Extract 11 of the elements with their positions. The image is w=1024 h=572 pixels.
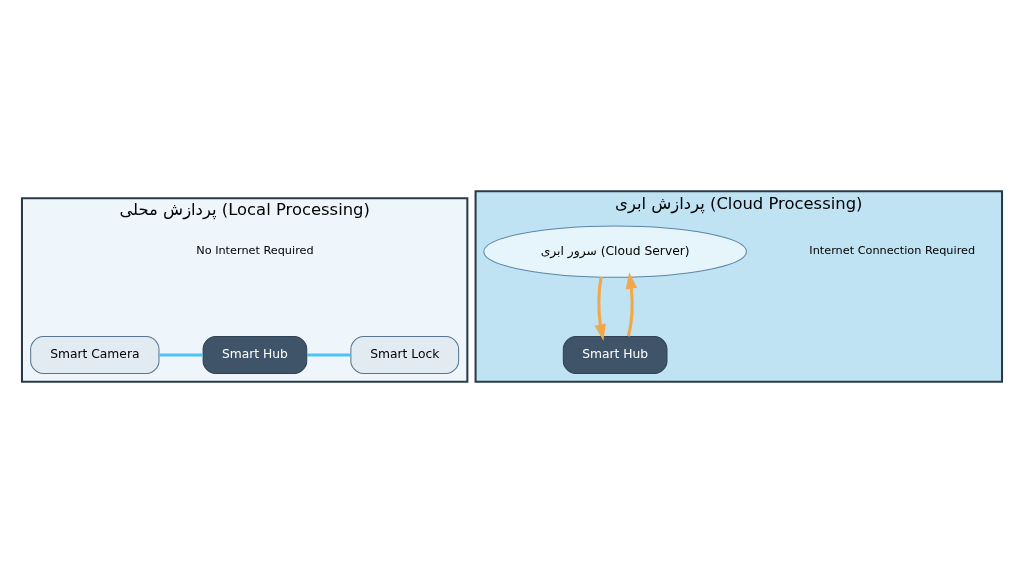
connector [159, 352, 203, 357]
arrow [594, 276, 606, 341]
node-box: Smart Hub [562, 335, 668, 374]
connector [307, 352, 351, 357]
node-ellipse: سرور ابری (Cloud Server) [483, 224, 747, 278]
node-box: Smart Lock [350, 335, 460, 374]
label: No Internet Required [196, 243, 314, 257]
label: Internet Connection Required [809, 243, 976, 257]
node-box: Smart Camera [30, 335, 160, 374]
arrow [625, 271, 638, 337]
node-box: Smart Hub [202, 335, 308, 374]
